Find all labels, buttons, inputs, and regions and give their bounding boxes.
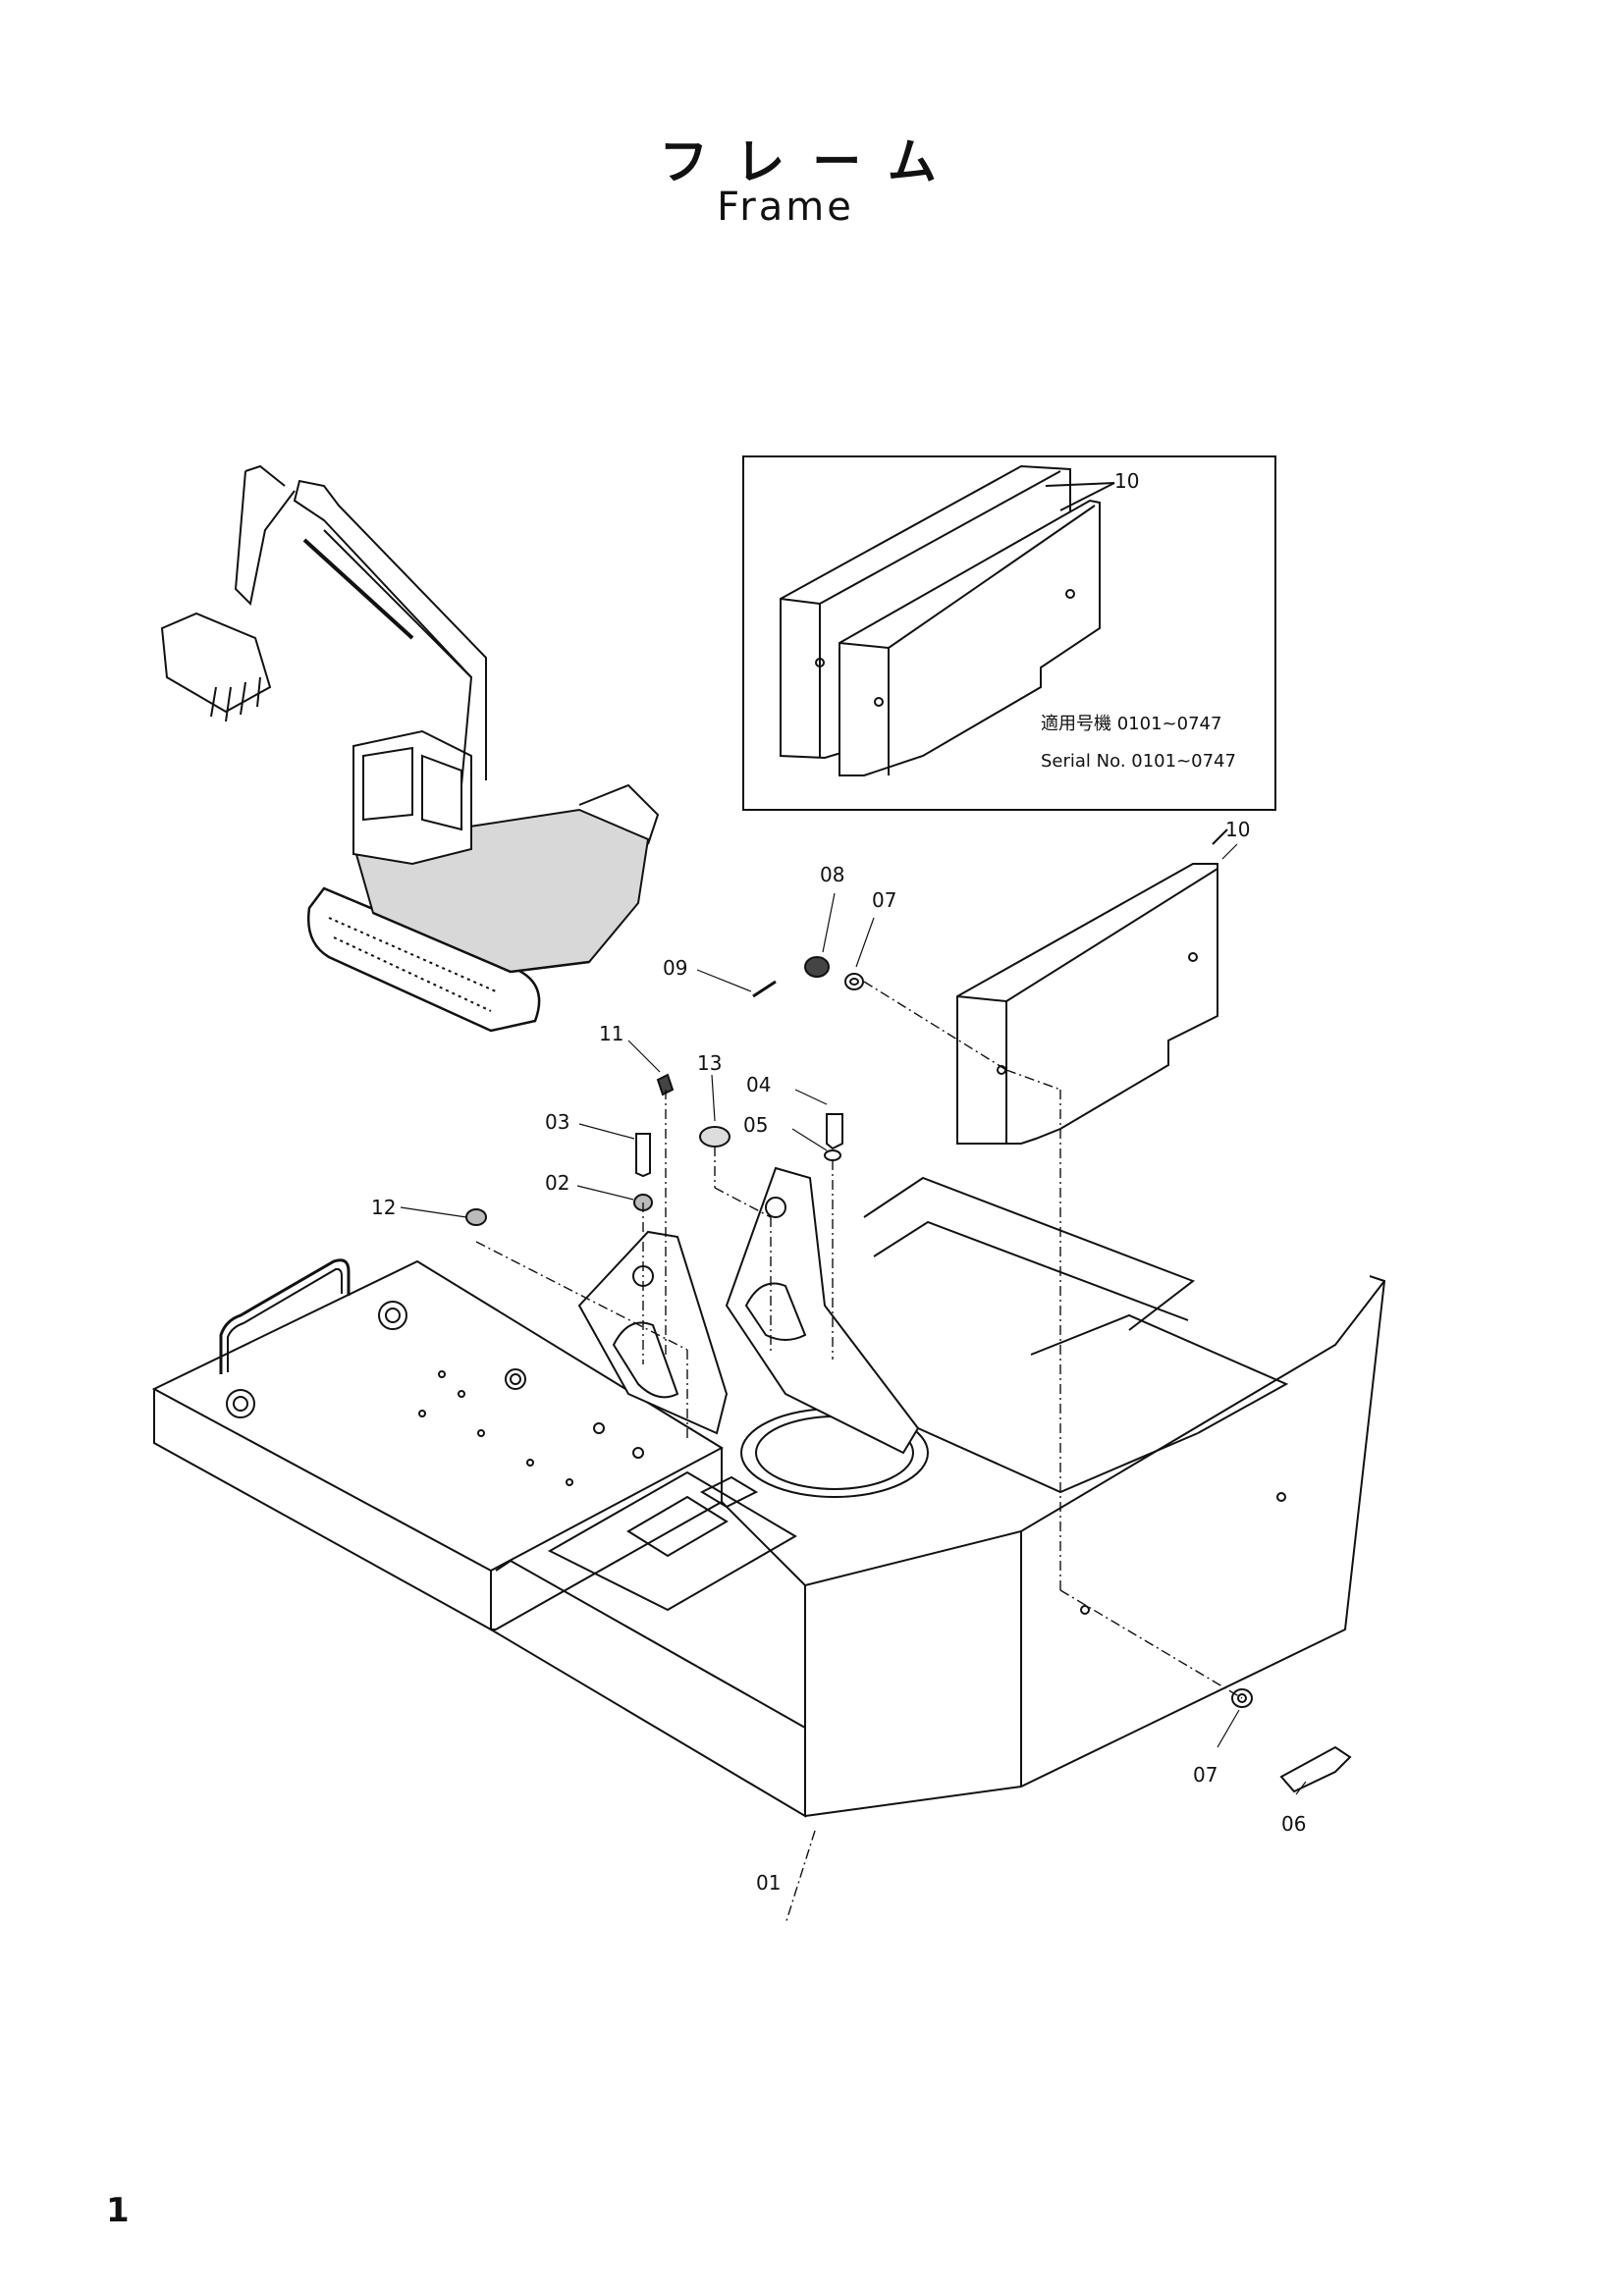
callout-07-upper: 07: [872, 888, 896, 912]
callout-02: 02: [545, 1171, 569, 1195]
inset-box: [742, 455, 1276, 811]
callout-leaders: [400, 843, 1307, 1795]
callout-05: 05: [743, 1113, 768, 1137]
main-frame: [151, 1166, 1386, 1818]
excavator-illustration: [160, 464, 660, 1033]
callout-12: 12: [371, 1196, 396, 1219]
callout-07-lower: 07: [1193, 1763, 1217, 1787]
callout-08: 08: [820, 863, 844, 886]
inset-serial-jp: 適用号機 0101~0747: [1041, 714, 1221, 734]
counterweight-part: [956, 828, 1228, 1145]
assembly-lines: [475, 981, 1243, 1925]
callout-10: 10: [1225, 818, 1250, 841]
page-title-english: Frame: [717, 185, 854, 230]
callout-13: 13: [697, 1051, 722, 1075]
inset-callout-10: 10: [1114, 469, 1139, 493]
page-number: 1: [106, 2191, 130, 2230]
callout-01: 01: [756, 1871, 781, 1895]
callout-04: 04: [746, 1073, 771, 1096]
callout-11: 11: [599, 1022, 623, 1045]
callout-09: 09: [663, 956, 687, 980]
callout-03: 03: [545, 1110, 569, 1134]
page-title-japanese: フレーム: [659, 133, 964, 190]
callout-06: 06: [1281, 1812, 1306, 1836]
inset-serial-en: Serial No. 0101~0747: [1041, 751, 1236, 772]
